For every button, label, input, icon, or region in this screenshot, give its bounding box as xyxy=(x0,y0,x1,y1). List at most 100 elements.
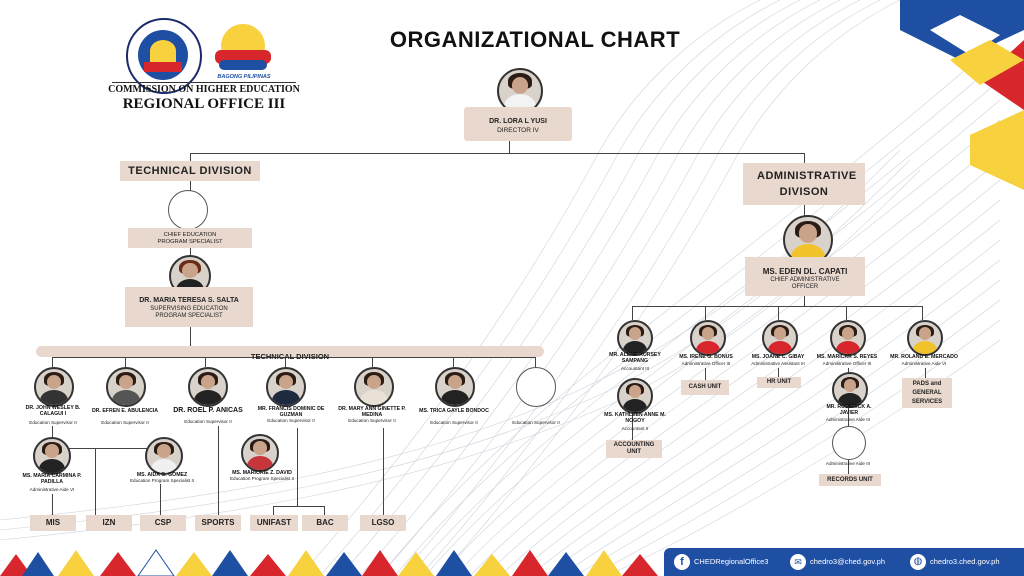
staff-photo xyxy=(435,367,475,407)
sub-staff-name: MS. MARIA CARMINA P. PADILLA xyxy=(22,473,82,485)
page-title: ORGANIZATIONAL CHART xyxy=(389,27,681,52)
admin-sub-staff-photo xyxy=(832,372,868,408)
admin-staff-photo xyxy=(830,320,866,356)
admin-staff-name: MR. ROLAND E. MERCADO xyxy=(890,354,958,360)
sub-staff-name: MS. AIDA G. GOMEZ xyxy=(136,472,188,478)
staff-photo xyxy=(106,367,146,407)
staff-name: DR. JOHN WESLEY B. CALAGUI I xyxy=(25,405,81,417)
staff-name: DR. EFREN E. ABULENCIA xyxy=(91,408,159,414)
facebook-icon[interactable]: f xyxy=(674,554,690,570)
unit-sports: SPORTS xyxy=(195,515,241,531)
sub-staff-photo xyxy=(33,437,71,475)
sub-staff-photo xyxy=(241,434,279,472)
supervisor-title: SUPERVISING EDUCATION PROGRAM SPECIALIST xyxy=(150,306,228,319)
sub-staff-name: MS. MARIORIE Z. DAVID xyxy=(232,470,292,476)
unit-mis: MIS xyxy=(30,515,76,531)
unit-pads-label: PADS and GENERAL SERVICES xyxy=(911,381,943,405)
staff-title: Education Supervisor II xyxy=(512,420,560,425)
unit-izn: IZN xyxy=(86,515,132,531)
director-photo xyxy=(497,68,543,114)
unit-lgso: LGSO xyxy=(360,515,406,531)
technical-division-heading: TECHNICAL DIVISION xyxy=(120,161,260,181)
admin-sub-staff-title: Accountant II xyxy=(621,426,649,431)
admin-staff-title: Administrative Officer III xyxy=(681,361,731,366)
admin-staff-photo xyxy=(907,320,943,356)
sub-staff-photo xyxy=(145,437,183,475)
technical-division-bar-label: TECHNICAL DIVISION xyxy=(250,352,330,361)
admin-chief-name: MS. EDEN DL. CAPATI xyxy=(762,267,848,276)
admin-staff-name: MS. IRENE G. BONUS xyxy=(679,354,733,360)
staff-photo xyxy=(188,367,228,407)
unit-cash: CASH UNIT xyxy=(681,380,729,395)
staff-photo xyxy=(34,367,74,407)
staff-name: DR. MARY ANN GINETTE P. MEDINA xyxy=(338,406,406,418)
staff-name: MR. FRANCIS DOMINIC DE GUZMAN xyxy=(257,406,325,418)
admin-staff-title: Administrative Assistant III xyxy=(751,361,805,366)
admin-sub-staff-title: Administrative Aide III xyxy=(825,417,871,422)
admin-staff-photo xyxy=(762,320,798,356)
admin-sub-staff-name: MR. RODERICK A. JAVIER xyxy=(826,404,872,416)
admin-sub-staff-photo xyxy=(617,378,653,414)
office-name: REGIONAL OFFICE III xyxy=(122,96,286,112)
staff-photo-placeholder xyxy=(516,367,556,407)
chief-education-program-specialist-photo-placeholder xyxy=(168,190,208,230)
admin-staff-title: Administrative Officer III xyxy=(822,361,872,366)
admin-chief-photo xyxy=(783,215,833,265)
staff-title: Education Supervisor II xyxy=(29,420,77,425)
staff-name: DR. ROEL P. ANICAS xyxy=(173,407,243,414)
facebook-link[interactable]: CHEDRegionalOffice3 xyxy=(694,557,769,566)
staff-title: Education Supervisor II xyxy=(267,418,315,423)
logo-underline xyxy=(112,82,296,83)
admin-sub-staff-name: MS. KATHLEEN ANNE M. NOGOY xyxy=(604,412,666,424)
website-link[interactable]: chedro3.ched.gov.ph xyxy=(930,557,1000,566)
staff-title: Education Supervisor II xyxy=(101,420,149,425)
unit-records: RECORDS UNIT xyxy=(819,474,881,486)
globe-icon[interactable]: ◍ xyxy=(910,554,926,570)
unit-accounting-label: ACCOUNTING UNIT xyxy=(613,442,655,455)
admin-sub-staff-photo-placeholder xyxy=(832,426,866,460)
director-box: DR. LORA L YUSI DIRECTOR IV xyxy=(464,107,572,141)
bagong-pilipinas-logo xyxy=(215,20,271,76)
sub-staff-title: Education Program Specialist II xyxy=(129,478,195,483)
technical-division-bar: TECHNICAL DIVISION xyxy=(36,346,544,361)
admin-chief-box: MS. EDEN DL. CAPATI CHIEF ADMINISTRATIVE… xyxy=(745,257,865,296)
admin-staff-title: Administrative Aide VI xyxy=(901,361,947,366)
unit-bac: BAC xyxy=(302,515,348,531)
unit-unifast: UNIFAST xyxy=(250,515,298,531)
bagong-pilipinas-text: BAGONG PILIPINAS xyxy=(217,74,271,80)
staff-title: Education Supervisor II xyxy=(430,420,478,425)
sub-staff-title: Education Program Specialist II xyxy=(229,476,295,481)
admin-sub-staff-title: Administrative Aide III xyxy=(825,461,871,466)
staff-photo xyxy=(354,367,394,407)
corner-decoration xyxy=(900,0,1024,190)
admin-staff-title: Accountant III xyxy=(620,366,650,371)
admin-division-heading-text: ADMINISTRATIVE DIVISON xyxy=(757,170,857,198)
admin-staff-photo xyxy=(617,320,653,356)
admin-staff-name: MS. MARICAR S. REYES xyxy=(816,354,878,360)
unit-hr: HR UNIT xyxy=(757,377,801,388)
staff-name: MS. TRICA GAYLE BONDOC xyxy=(419,408,489,414)
admin-staff-photo xyxy=(690,320,726,356)
supervisor-name: DR. MARIA TERESA S. SALTA xyxy=(139,297,239,304)
bottom-pattern xyxy=(0,549,658,576)
footer-bar: f CHEDRegionalOffice3 ✉ chedro3@ched.gov… xyxy=(664,548,1024,576)
director-name: DR. LORA L YUSI xyxy=(489,118,547,125)
email-icon[interactable]: ✉ xyxy=(790,554,806,570)
unit-csp: CSP xyxy=(140,515,186,531)
chief-education-program-specialist-title: CHIEF EDUCATION PROGRAM SPECIALIST xyxy=(157,232,223,245)
email-link[interactable]: chedro3@ched.gov.ph xyxy=(810,557,886,566)
admin-staff-name: MS. JOANE C. GIBAY xyxy=(751,354,805,360)
admin-chief-title: CHIEF ADMINISTRATIVE OFFICER xyxy=(770,277,840,290)
ched-seal-logo xyxy=(126,18,202,94)
staff-photo xyxy=(266,367,306,407)
agency-name: COMMISSION ON HIGHER EDUCATION xyxy=(108,84,300,95)
supervisor-box: DR. MARIA TERESA S. SALTA SUPERVISING ED… xyxy=(125,287,253,327)
staff-title: Education Supervisor II xyxy=(348,418,396,423)
director-title: DIRECTOR IV xyxy=(497,127,539,134)
staff-title: Education Supervisor II xyxy=(184,419,232,424)
sub-staff-title: Administrative Aide VI xyxy=(29,487,75,492)
unit-pads: PADS and GENERAL SERVICES xyxy=(902,378,952,408)
admin-staff-name: MR. ALEND KURSEY SAMPANG xyxy=(609,352,661,364)
unit-accounting: ACCOUNTING UNIT xyxy=(606,440,662,458)
admin-division-heading: ADMINISTRATIVE DIVISON xyxy=(743,163,865,205)
